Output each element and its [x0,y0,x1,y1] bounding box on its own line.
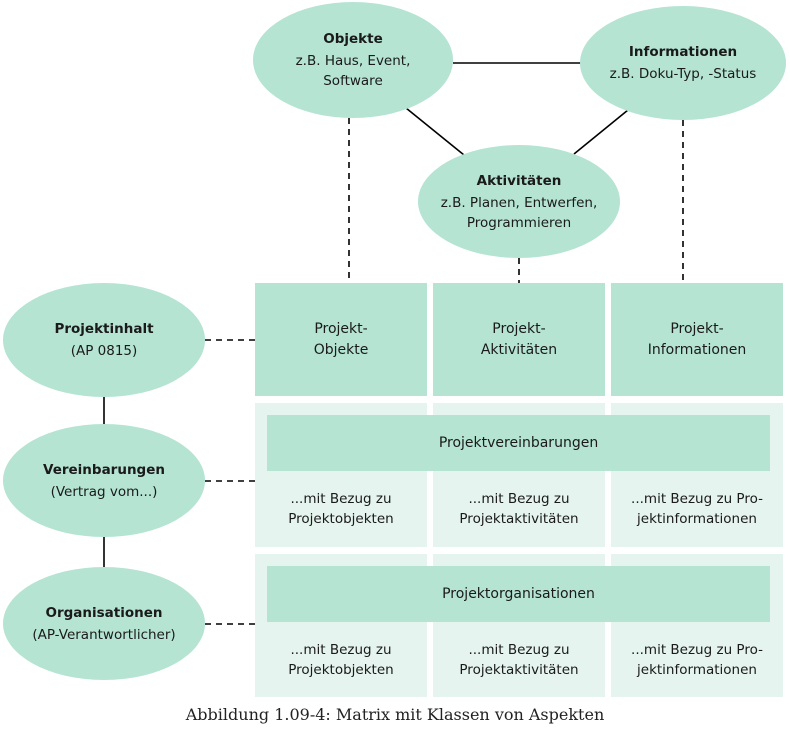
cell-line: Aktivitäten [480,341,558,358]
cell-line: Projekt- [670,320,724,337]
class-title: Vereinbarungen [42,461,165,478]
aspect-title: Objekte [323,31,383,47]
cell-line: Projektobjekten [288,511,394,527]
row-bar-projektvereinbarungen: Projektvereinbarungen [267,415,770,471]
aspect-title: Aktivitäten [476,172,562,189]
row-bar-projektorganisationen: Projektorganisationen [267,566,770,622]
matrix-cell-projekt-informationen: Projekt- Informationen [611,283,783,396]
matrix-subcell: ...mit Bezug zu Projektobjekten [255,625,427,695]
class-title: Projektinhalt [54,321,154,337]
aspect-example: z.B. Planen, Entwerfen, [440,194,598,211]
cell-line: Objekte [313,341,369,358]
matrix-subcell: ...mit Bezug zu Projektaktivitäten [433,474,605,544]
cell-line: Informationen [647,341,747,358]
matrix-subcell: ...mit Bezug zu Pro-jektinformationen [611,474,783,544]
cell-line: Projekt- [314,320,368,337]
cell-line: ...mit Bezug zu [468,642,570,658]
matrix-cell-projekt-objekte: Projekt- Objekte [255,283,427,396]
matrix-subcell: ...mit Bezug zu Projektaktivitäten [433,625,605,695]
cell-line: ...mit Bezug zu [290,642,392,658]
aspect-aktivitaeten: Aktivitäten z.B. Planen, Entwerfen, Prog… [418,145,620,258]
line-objekte-aktivitaeten [405,107,465,156]
class-vereinbarungen: Vereinbarungen (Vertrag vom...) [3,424,205,537]
cell-line: jektinformationen [637,511,757,527]
class-projektinhalt: Projektinhalt (AP 0815) [3,283,205,397]
aspect-example: z.B. Doku-Typ, -Status [609,66,757,82]
matrix-cell-projekt-aktivitaeten: Projekt- Aktivitäten [433,283,605,396]
aspect-example: z.B. Haus, Event, [295,53,411,69]
aspect-title: Informationen [628,44,738,60]
cell-line: ...mit Bezug zu [290,491,392,507]
aspect-example: Software [323,73,383,89]
cell-line: Projektobjekten [288,662,394,678]
class-organisationen: Organisationen (AP-Verantwortlicher) [3,567,205,680]
class-subtitle: (AP 0815) [70,343,138,359]
aspect-example: Programmieren [466,214,572,231]
cell-line: ...mit Bezug zu [468,491,570,507]
figure-caption: Abbildung 1.09-4: Matrix mit Klassen von… [185,705,605,724]
class-title: Organisationen [45,604,163,621]
aspect-objekte: Objekte z.B. Haus, Event, Software [253,2,453,118]
class-subtitle: (Vertrag vom...) [50,483,158,500]
cell-line: Projekt- [492,320,546,337]
aspect-informationen: Informationen z.B. Doku-Typ, -Status [580,6,786,120]
cell-line: jektinformationen [637,662,757,678]
cell-line: Projektaktivitäten [459,511,579,527]
cell-line: ...mit Bezug zu Pro- [631,491,763,507]
class-subtitle: (AP-Verantwortlicher) [32,626,176,643]
cell-line: ...mit Bezug zu Pro- [631,642,763,658]
matrix-subcell: ...mit Bezug zu Projektobjekten [255,474,427,544]
line-informationen-aktivitaeten [573,109,629,155]
cell-line: Projektaktivitäten [459,662,579,678]
matrix-subcell: ...mit Bezug zu Pro-jektinformationen [611,625,783,695]
